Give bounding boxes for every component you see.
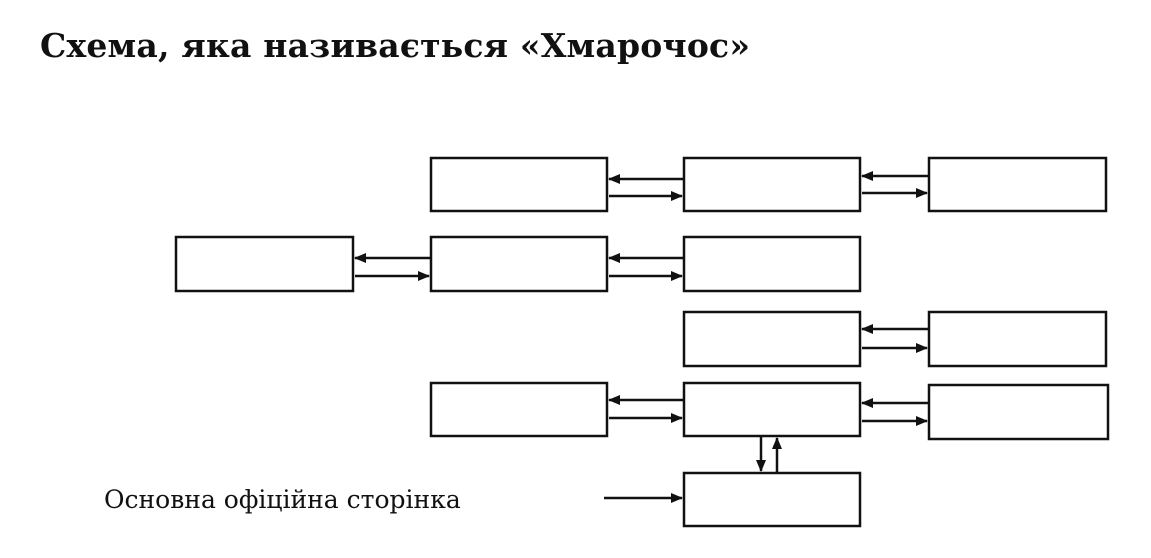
page-box-r1-c1 xyxy=(429,156,609,213)
main-page-label: Основна офіційна сторінка xyxy=(104,485,461,514)
page-box-r3-c3 xyxy=(927,310,1108,368)
page-box-r2-c1 xyxy=(429,235,609,293)
page-box-r1-c3 xyxy=(927,156,1108,213)
page-box-r4-c3 xyxy=(927,383,1110,441)
main-page-box xyxy=(682,471,862,528)
page-box-r4-c2 xyxy=(682,381,862,438)
page-box-r2-c2 xyxy=(682,235,862,293)
page-box-r4-c1 xyxy=(429,381,609,438)
page-box-r2-c0 xyxy=(174,235,355,293)
page-box-r3-c2 xyxy=(682,310,862,368)
page-title: Схема, яка називається «Хмарочос» xyxy=(40,26,751,65)
page-box-r1-c2 xyxy=(682,156,862,213)
